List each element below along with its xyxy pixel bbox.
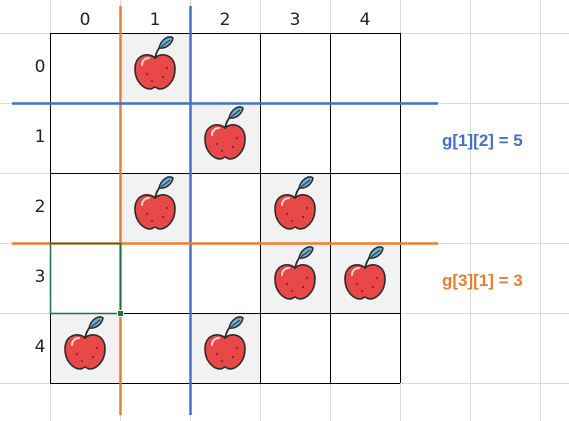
row-header: 4	[34, 337, 46, 357]
column-header: 4	[359, 10, 371, 30]
row-header: 1	[34, 127, 46, 147]
apple-icon	[134, 176, 176, 230]
apple-icons	[64, 36, 386, 370]
apple-icon	[344, 246, 386, 300]
apple-cell-shading	[51, 34, 400, 383]
apple-icon	[204, 106, 246, 160]
column-header: 3	[289, 10, 301, 30]
row-header: 2	[34, 197, 46, 217]
apple-icon	[204, 316, 246, 370]
column-header: 2	[219, 10, 231, 30]
apple-icon	[274, 246, 316, 300]
row-header: 3	[34, 267, 46, 287]
orange-annotation-label: g[3][1] = 3	[442, 271, 523, 290]
apple-icon	[134, 36, 176, 90]
column-header: 0	[79, 10, 91, 30]
fill-handle[interactable]	[117, 310, 124, 317]
selected-cell-border[interactable]	[49, 242, 122, 315]
apple-icon	[274, 176, 316, 230]
selection-box[interactable]	[49, 242, 124, 317]
apple-icon	[64, 316, 106, 370]
blue-annotation-label: g[1][2] = 5	[442, 131, 523, 150]
row-header: 0	[34, 57, 46, 77]
column-header: 1	[149, 10, 161, 30]
